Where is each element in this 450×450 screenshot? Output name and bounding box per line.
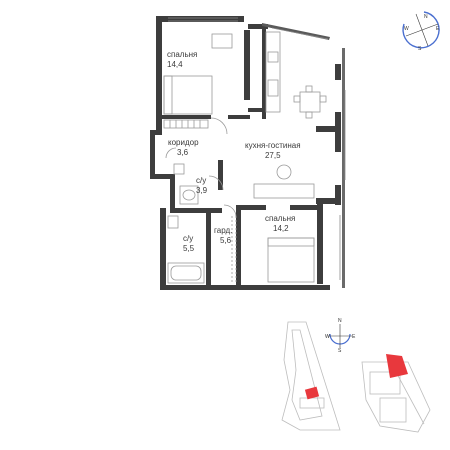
room-area: 5,5	[183, 244, 195, 253]
room-bedroom-2: спальня 14,2	[265, 214, 295, 234]
room-name: спальня	[167, 50, 198, 59]
room-name: коридор	[168, 138, 199, 147]
apartment-highlight-left	[304, 386, 320, 400]
room-bedroom-1: спальня 14,4	[167, 50, 197, 70]
site-plan-right	[361, 361, 431, 433]
room-area: 14,2	[273, 224, 289, 233]
room-bathroom-2: с/у 5,5	[183, 234, 194, 254]
room-wardrobe: гард. 5,6	[214, 226, 232, 246]
room-area: 5,6	[220, 236, 232, 245]
windows	[168, 17, 346, 280]
compass-bottom	[328, 324, 352, 348]
room-kitchen-living: кухня-гостиная 27,5	[245, 141, 301, 161]
room-area: 27,5	[264, 151, 281, 160]
room-area: 3,9	[196, 186, 208, 195]
compass-top	[402, 11, 440, 49]
room-corridor: коридор 3,6	[168, 138, 199, 158]
site-plan-left	[281, 321, 341, 431]
room-area: 14,4	[167, 60, 183, 69]
room-name: гард.	[214, 226, 233, 235]
room-name: с/у	[196, 176, 207, 185]
room-bathroom-1: с/у 3,9	[196, 176, 207, 196]
room-name: с/у	[183, 234, 194, 243]
room-name: спальня	[265, 214, 296, 223]
room-area: 3,6	[177, 148, 189, 157]
fixtures	[163, 31, 327, 284]
apartment-highlight-right	[386, 354, 408, 378]
room-name: кухня-гостиная	[245, 141, 301, 150]
